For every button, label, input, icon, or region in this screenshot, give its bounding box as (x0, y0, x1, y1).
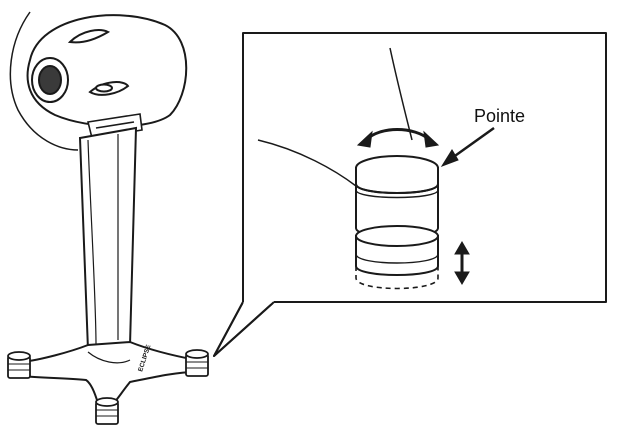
detail-foot (355, 155, 439, 290)
stand-column (78, 126, 138, 352)
height-adjust-arrow-icon (454, 241, 470, 285)
detail-foot-travel-outline (355, 266, 439, 290)
stand-foot-front (95, 397, 119, 425)
rotate-arrow-icon (356, 128, 440, 148)
stand-foot-left (7, 351, 31, 379)
speaker-head (26, 14, 188, 128)
speaker-cable (9, 11, 79, 151)
pointe-label: Pointe (474, 106, 526, 126)
pointe-leader-arrow (440, 126, 495, 167)
stand-foot-right (185, 349, 209, 377)
stand-base: ECLIPSE (21, 340, 197, 411)
